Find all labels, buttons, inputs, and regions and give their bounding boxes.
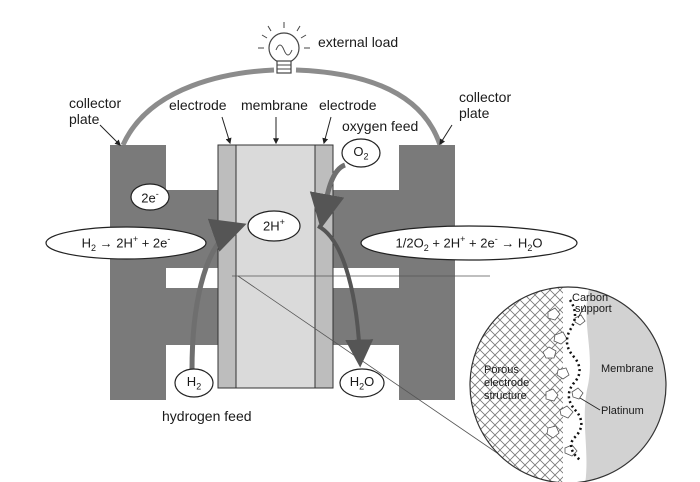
external-load-label: external load	[318, 34, 399, 50]
carbon-support-label-2: support	[575, 303, 612, 315]
oxygen-flow-arrow	[309, 162, 347, 229]
hydrogen-flow-arrow	[189, 218, 247, 371]
inset-membrane-label: Membrane	[601, 363, 654, 375]
pointer-carbon	[577, 304, 586, 319]
pointer-collector-left	[99, 124, 121, 146]
membrane-label: membrane	[241, 97, 308, 113]
hydrogen-feed-label: hydrogen feed	[162, 408, 252, 424]
pointer-collector-right	[439, 124, 453, 146]
collector-plate-right-label-2: plate	[459, 105, 490, 121]
collector-plate-right	[333, 145, 455, 400]
h2-oval	[174, 368, 214, 398]
external-circuit-wire	[120, 67, 443, 147]
collector-plate-left-label: collector	[69, 95, 122, 111]
o2-oval	[341, 138, 381, 168]
cathode-reaction-oval	[360, 225, 578, 261]
electrode-left	[217, 144, 237, 389]
pointer-electrode-left	[221, 116, 232, 145]
electrode-inset	[470, 287, 666, 482]
cathode-reaction-text: 1/2O2 + 2H+ + 2e- → H2O	[395, 234, 543, 253]
platinum-label: Platinum	[601, 405, 644, 417]
electrons-oval	[130, 183, 170, 211]
membrane-layer	[235, 144, 316, 389]
oxygen-feed-label: oxygen feed	[342, 118, 419, 134]
anode-reaction-text: H2 → 2H+ + 2e-	[81, 234, 171, 253]
collector-plate-right-label: collector	[459, 89, 512, 105]
collector-plate-left-label-2: plate	[69, 111, 100, 127]
h2-text: H2	[186, 374, 202, 392]
porous-label-2: electrode	[484, 377, 530, 389]
electrode-left-label: electrode	[169, 97, 227, 113]
h2o-text: H2O	[349, 374, 375, 392]
water-flow-arrow	[316, 224, 374, 368]
pointer-platinum	[579, 397, 601, 411]
porous-label: Porous	[484, 364, 519, 376]
protons-oval	[247, 210, 301, 242]
carbon-support-label: Carbon	[572, 292, 609, 304]
light-bulb-icon	[258, 22, 310, 74]
pointer-electrode-right	[322, 116, 332, 145]
anode-reaction-oval	[45, 226, 207, 260]
o2-text: O2	[353, 144, 369, 162]
porous-label-3: structure	[484, 390, 527, 402]
electrons-text: 2e-	[141, 189, 159, 206]
h2o-oval	[339, 368, 385, 398]
protons-text: 2H+	[263, 217, 285, 234]
electrode-right-label: electrode	[319, 97, 377, 113]
